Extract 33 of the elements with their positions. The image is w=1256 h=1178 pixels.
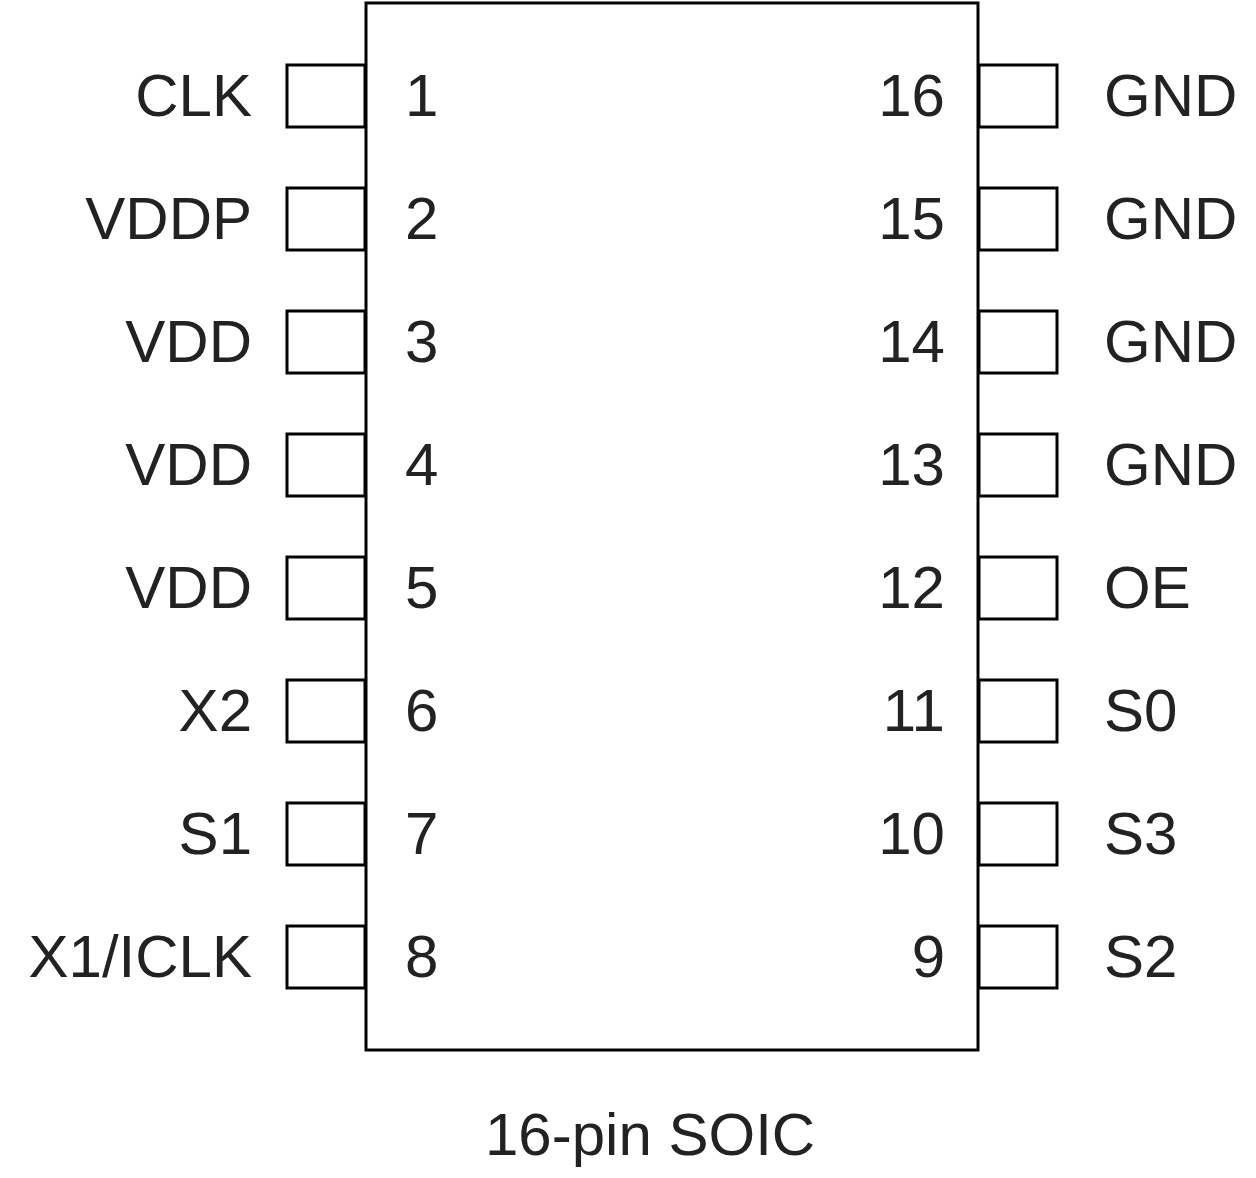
pin-number: 10: [878, 799, 945, 869]
pin-number: 13: [878, 430, 945, 500]
pin-number: 14: [878, 307, 945, 377]
pin-name: X1/ICLK: [28, 922, 252, 992]
pin-number: 2: [405, 184, 439, 254]
pin-name: GND: [1104, 184, 1238, 254]
pin-name: OE: [1104, 553, 1191, 623]
pin-number: 8: [405, 922, 439, 992]
pin-name: S1: [178, 799, 252, 869]
pin-number: 12: [878, 553, 945, 623]
pin-name: CLK: [135, 61, 252, 131]
pin-name: VDD: [125, 430, 252, 500]
pin-number: 1: [405, 61, 439, 131]
pin-name: S2: [1104, 922, 1178, 992]
pin-name: VDD: [125, 307, 252, 377]
pin-name: GND: [1104, 61, 1238, 131]
pin-number: 4: [405, 430, 439, 500]
caption: 16-pin SOIC: [485, 1100, 816, 1170]
pin-number: 6: [405, 676, 439, 746]
pin-number: 16: [878, 61, 945, 131]
pin-name: VDDP: [85, 184, 252, 254]
pin-name: S0: [1104, 676, 1178, 746]
pin-name: S3: [1104, 799, 1178, 869]
pin-name: GND: [1104, 430, 1238, 500]
pin-number: 11: [882, 676, 945, 746]
pin-name: GND: [1104, 307, 1238, 377]
pin-number: 3: [405, 307, 439, 377]
pin-name: VDD: [125, 553, 252, 623]
pin-number: 9: [911, 922, 945, 992]
pin-number: 15: [878, 184, 945, 254]
pin-name: X2: [178, 676, 252, 746]
pin-number: 7: [405, 799, 439, 869]
pin-number: 5: [405, 553, 439, 623]
